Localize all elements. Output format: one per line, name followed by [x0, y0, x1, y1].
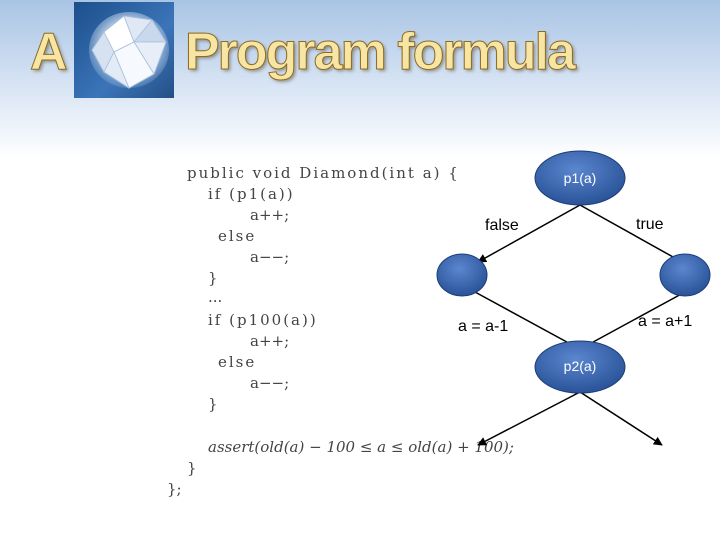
edge-false [477, 204, 581, 263]
diamond-logo [74, 2, 174, 98]
edge-left-merge [474, 291, 577, 348]
false-label: false [485, 217, 519, 234]
code-line: a−−; [250, 374, 290, 392]
code-line: assert(old(a) − 100 ≤ a ≤ old(a) + 100); [208, 438, 514, 456]
code-block: public void Diamond(int a) { if (p1(a)) … [165, 162, 535, 507]
code-line: ... [208, 288, 223, 306]
node-p1-label: p1(a) [563, 170, 597, 186]
code-line: a++; [250, 332, 290, 350]
code-line: } [187, 459, 197, 477]
edge-p2-left [477, 391, 581, 446]
assign-right-label: a = a+1 [638, 313, 693, 330]
code-line: a−−; [250, 248, 290, 266]
code-line: if (p1(a)) [208, 185, 295, 203]
code-line: } [208, 269, 218, 287]
assign-left-label: a = a-1 [458, 318, 509, 335]
true-label: true [636, 216, 664, 233]
title-letter: A [30, 23, 69, 82]
edge-true [579, 204, 683, 263]
edge-right-merge [583, 291, 686, 348]
node-p2-label: p2(a) [563, 358, 597, 374]
slide-title: Program formula [185, 23, 577, 82]
code-line: if (p100(a)) [208, 311, 318, 329]
code-line: else [218, 353, 257, 371]
node-p2 [534, 340, 626, 394]
diamond-icon [89, 12, 169, 90]
code-line: }; [167, 480, 182, 498]
edge-p2-right [579, 391, 663, 446]
node-p1 [534, 150, 626, 206]
node-false-branch [436, 253, 488, 297]
code-line: public void Diamond(int a) { [187, 164, 460, 182]
code-line: } [208, 395, 218, 413]
node-true-branch [659, 253, 711, 297]
code-line: else [218, 227, 257, 245]
code-line: a++; [250, 206, 290, 224]
